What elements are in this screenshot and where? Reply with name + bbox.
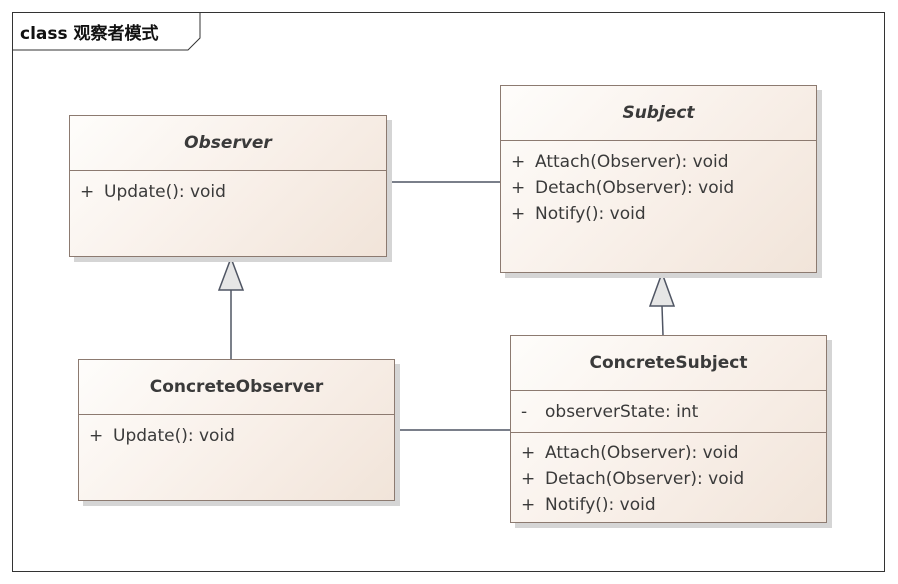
class-name: ConcreteSubject: [511, 336, 826, 391]
operation: + Detach(Observer): void: [501, 175, 816, 201]
visibility-marker: +: [511, 204, 526, 224]
class-name: Subject: [501, 86, 816, 141]
visibility-marker: +: [89, 426, 104, 446]
operation: + Detach(Observer): void: [511, 466, 826, 492]
operation-signature: Detach(Observer): void: [535, 178, 735, 198]
visibility-marker: +: [521, 495, 536, 515]
visibility-marker: +: [511, 152, 526, 172]
class-observer[interactable]: Observer + Update(): void: [69, 115, 387, 257]
operations-section: + Attach(Observer): void + Detach(Observ…: [501, 141, 816, 227]
operation-signature: Detach(Observer): void: [545, 469, 745, 489]
attribute-signature: observerState: int: [545, 402, 699, 422]
class-name: ConcreteObserver: [79, 360, 394, 415]
operation-signature: Update(): void: [104, 182, 226, 202]
visibility-marker: -: [521, 402, 528, 422]
attributes-section: - observerState: int: [511, 391, 826, 433]
operation: + Attach(Observer): void: [511, 440, 826, 466]
operation: + Update(): void: [79, 423, 394, 449]
generalization-arrowhead-observer: [217, 255, 245, 291]
diagram-frame: [12, 12, 885, 572]
operation-signature: Notify(): void: [545, 495, 656, 515]
operation: + Notify(): void: [501, 201, 816, 227]
operation-signature: Notify(): void: [535, 204, 646, 224]
generalization-line-subject: [661, 305, 664, 336]
operations-section: + Update(): void: [70, 171, 386, 205]
visibility-marker: +: [521, 443, 536, 463]
operations-section: + Update(): void: [79, 415, 394, 449]
operation-signature: Update(): void: [113, 426, 235, 446]
operation: + Attach(Observer): void: [501, 149, 816, 175]
class-concrete-subject[interactable]: ConcreteSubject - observerState: int + A…: [510, 335, 827, 523]
frame-title: class 观察者模式: [20, 24, 159, 44]
operation: + Notify(): void: [511, 492, 826, 518]
visibility-marker: +: [511, 178, 526, 198]
class-concrete-observer[interactable]: ConcreteObserver + Update(): void: [78, 359, 395, 501]
visibility-marker: +: [521, 469, 536, 489]
operation-signature: Attach(Observer): void: [545, 443, 739, 463]
class-name: Observer: [70, 116, 386, 171]
visibility-marker: +: [80, 182, 95, 202]
frame-label-tab: [12, 12, 201, 51]
generalization-arrowhead-subject: [648, 270, 676, 307]
operation-signature: Attach(Observer): void: [535, 152, 729, 172]
frame-label: class 观察者模式: [12, 12, 201, 51]
attribute: - observerState: int: [511, 399, 826, 425]
class-subject[interactable]: Subject + Attach(Observer): void + Detac…: [500, 85, 817, 273]
operations-section: + Attach(Observer): void + Detach(Observ…: [511, 433, 826, 518]
operation: + Update(): void: [70, 179, 386, 205]
